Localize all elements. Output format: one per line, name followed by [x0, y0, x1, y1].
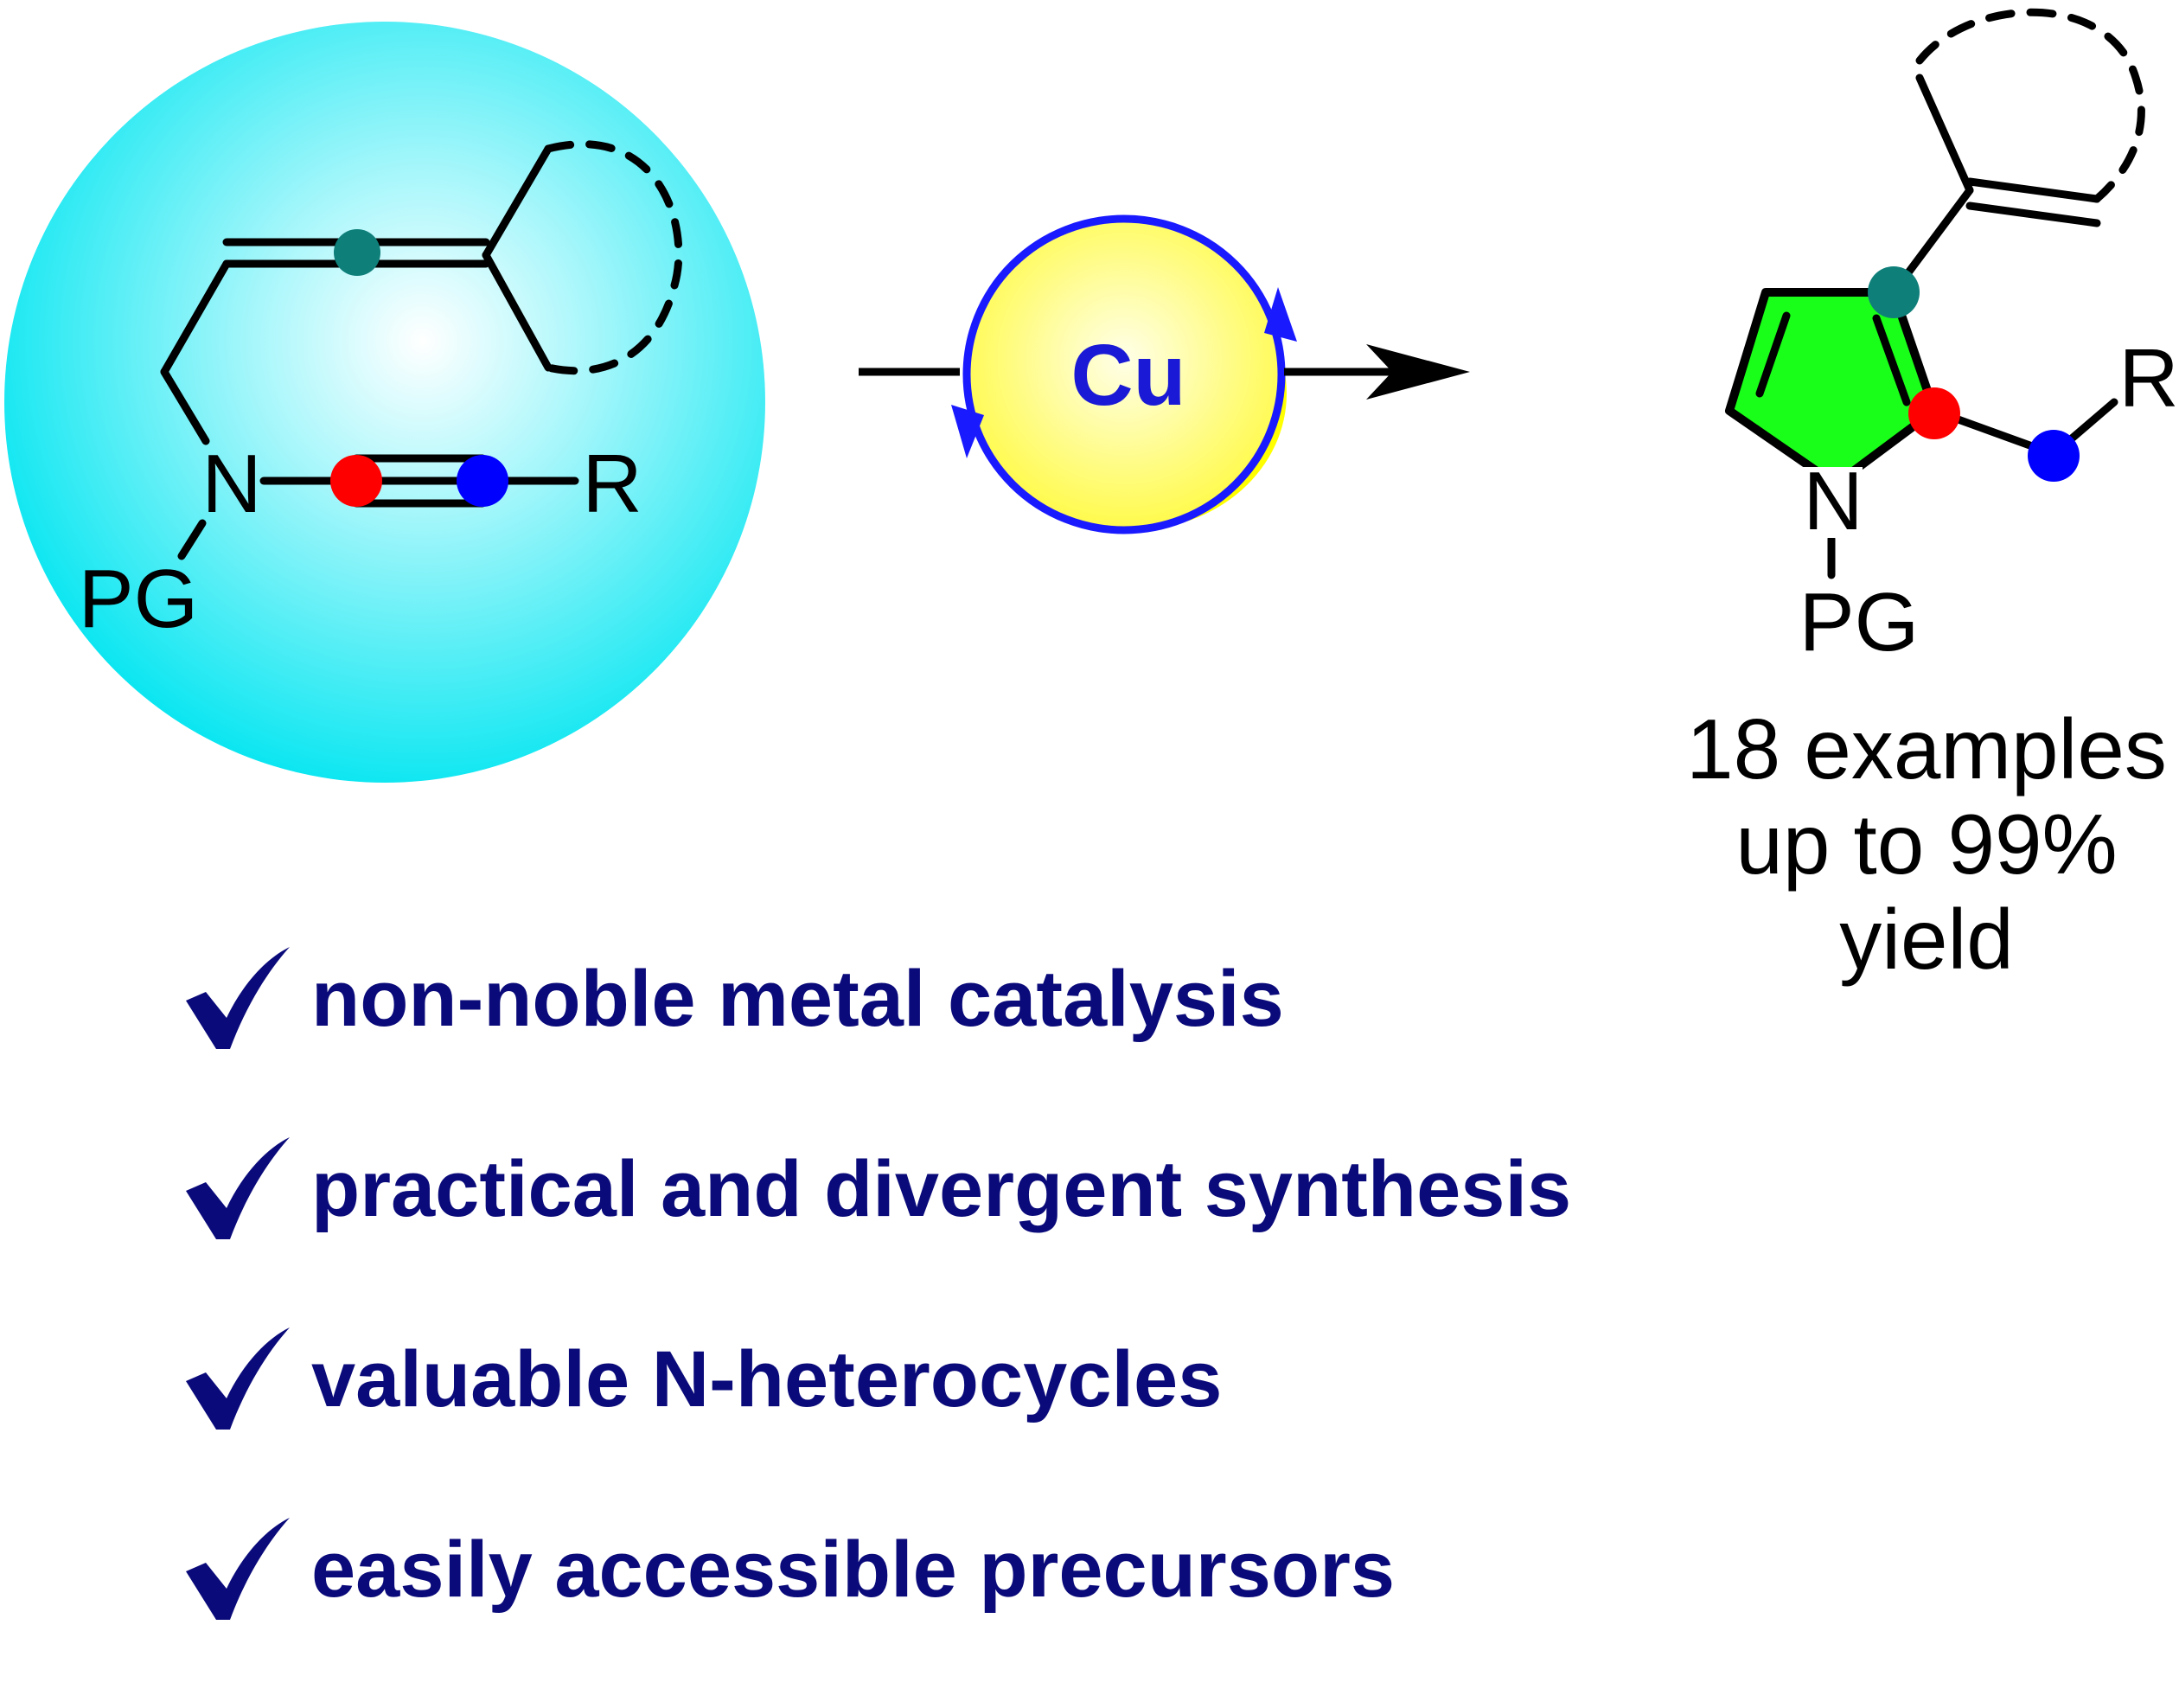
- feature-text: practical and divergent synthesis: [311, 1145, 1572, 1233]
- feature-item: valuable N-heterocycles: [182, 1327, 1571, 1431]
- bond-n-pg: [177, 519, 207, 560]
- cycle-arrow-right-icon: [1264, 287, 1297, 342]
- product-nitrogen-label: N: [1803, 455, 1863, 547]
- red-atom-marker: [330, 455, 382, 507]
- feature-list: non-noble metal catalysis practical and …: [182, 947, 1571, 1708]
- product-ring-dashed-arc: [1915, 8, 2145, 203]
- product-teal-atom-marker: [1868, 266, 1920, 318]
- feature-item: non-noble metal catalysis: [182, 947, 1571, 1051]
- catalyst-label: Cu: [1070, 327, 1185, 424]
- catalyst-cycle: Cu: [859, 214, 1470, 534]
- substrate-pg-label: PG: [79, 553, 199, 645]
- ring-inner-double-right: [1872, 314, 1911, 406]
- reaction-arrowhead-icon: [1366, 344, 1470, 400]
- bond-n-ch2: [160, 368, 210, 445]
- feature-text: valuable N-heterocycles: [311, 1335, 1223, 1423]
- checkmark-icon: [186, 1327, 290, 1430]
- product-examples-line: 18 examples: [1686, 701, 2167, 796]
- ring-arm-lower: [482, 251, 553, 372]
- bond-ch2-allene: [160, 259, 231, 376]
- substrate-r-label: R: [582, 438, 642, 530]
- vinyl-double-1: [1965, 177, 2101, 203]
- cycle-arrow-left-icon: [951, 405, 984, 458]
- ring-inner-double-left: [1755, 311, 1791, 398]
- product-pg-label: PG: [1799, 576, 1920, 668]
- vinyl-arm-upper: [1915, 74, 1974, 195]
- product-nitrogen-bg: [1802, 467, 1863, 538]
- product: N R PG 18 examples up to 99% yield: [1686, 8, 2179, 987]
- substrate-sphere: [4, 22, 765, 783]
- product-yield-word: yield: [1839, 892, 2014, 987]
- feature-text: non-noble metal catalysis: [311, 955, 1284, 1043]
- checkmark-icon: [186, 1137, 290, 1239]
- vinyl-double-2: [1965, 202, 2101, 227]
- substrate-nitrogen-label: N: [201, 438, 261, 530]
- checkmark-icon: [186, 1518, 290, 1620]
- substrate: N R PG: [4, 22, 765, 783]
- catalytic-cycle-ring: [962, 214, 1286, 534]
- reaction-scheme: N R PG Cu N R: [4, 8, 2179, 987]
- teal-atom-marker: [334, 229, 380, 276]
- catalyst-sphere: [967, 219, 1281, 530]
- feature-text: easily accessible precursors: [311, 1526, 1396, 1614]
- ring-dashed-arc: [544, 140, 683, 375]
- product-red-atom-marker: [1908, 387, 1960, 439]
- checkmark-icon: [186, 947, 290, 1049]
- product-blue-atom-marker: [2028, 430, 2080, 482]
- product-r-label: R: [2118, 332, 2178, 425]
- ring-arm-upper: [482, 144, 553, 259]
- feature-item: practical and divergent synthesis: [182, 1137, 1571, 1241]
- product-yield-line: up to 99%: [1735, 796, 2117, 892]
- blue-atom-marker: [457, 455, 508, 507]
- feature-item: easily accessible precursors: [182, 1518, 1571, 1622]
